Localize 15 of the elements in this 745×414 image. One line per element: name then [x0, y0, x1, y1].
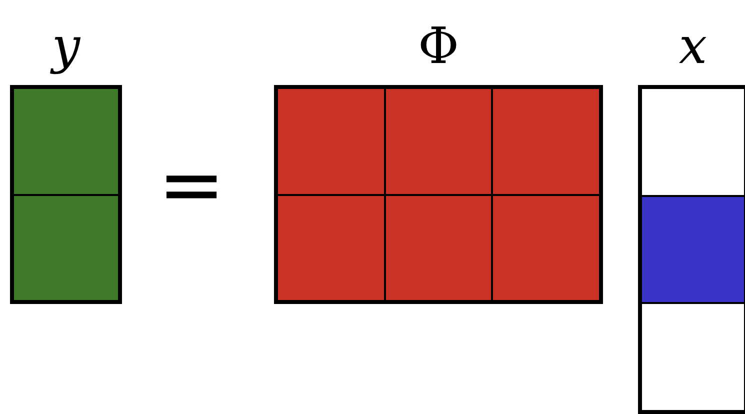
matrix-symbol: Φ — [417, 16, 460, 76]
matrix-cell — [277, 88, 385, 194]
matrix-cell — [384, 194, 492, 301]
matrix-symbol: x — [678, 16, 708, 76]
matrix-cell — [492, 88, 600, 194]
matrix-symbol: y — [49, 16, 82, 76]
matrix-cell — [492, 194, 600, 301]
matrix-cell — [13, 194, 119, 301]
matrix-cell — [641, 88, 745, 196]
matrix-cell — [384, 88, 492, 194]
matrix-cell — [641, 196, 745, 304]
matrix-cell — [641, 303, 745, 411]
equals-sign: = — [158, 145, 226, 225]
matrix-cell — [277, 194, 385, 301]
matrix-cell — [13, 88, 119, 194]
